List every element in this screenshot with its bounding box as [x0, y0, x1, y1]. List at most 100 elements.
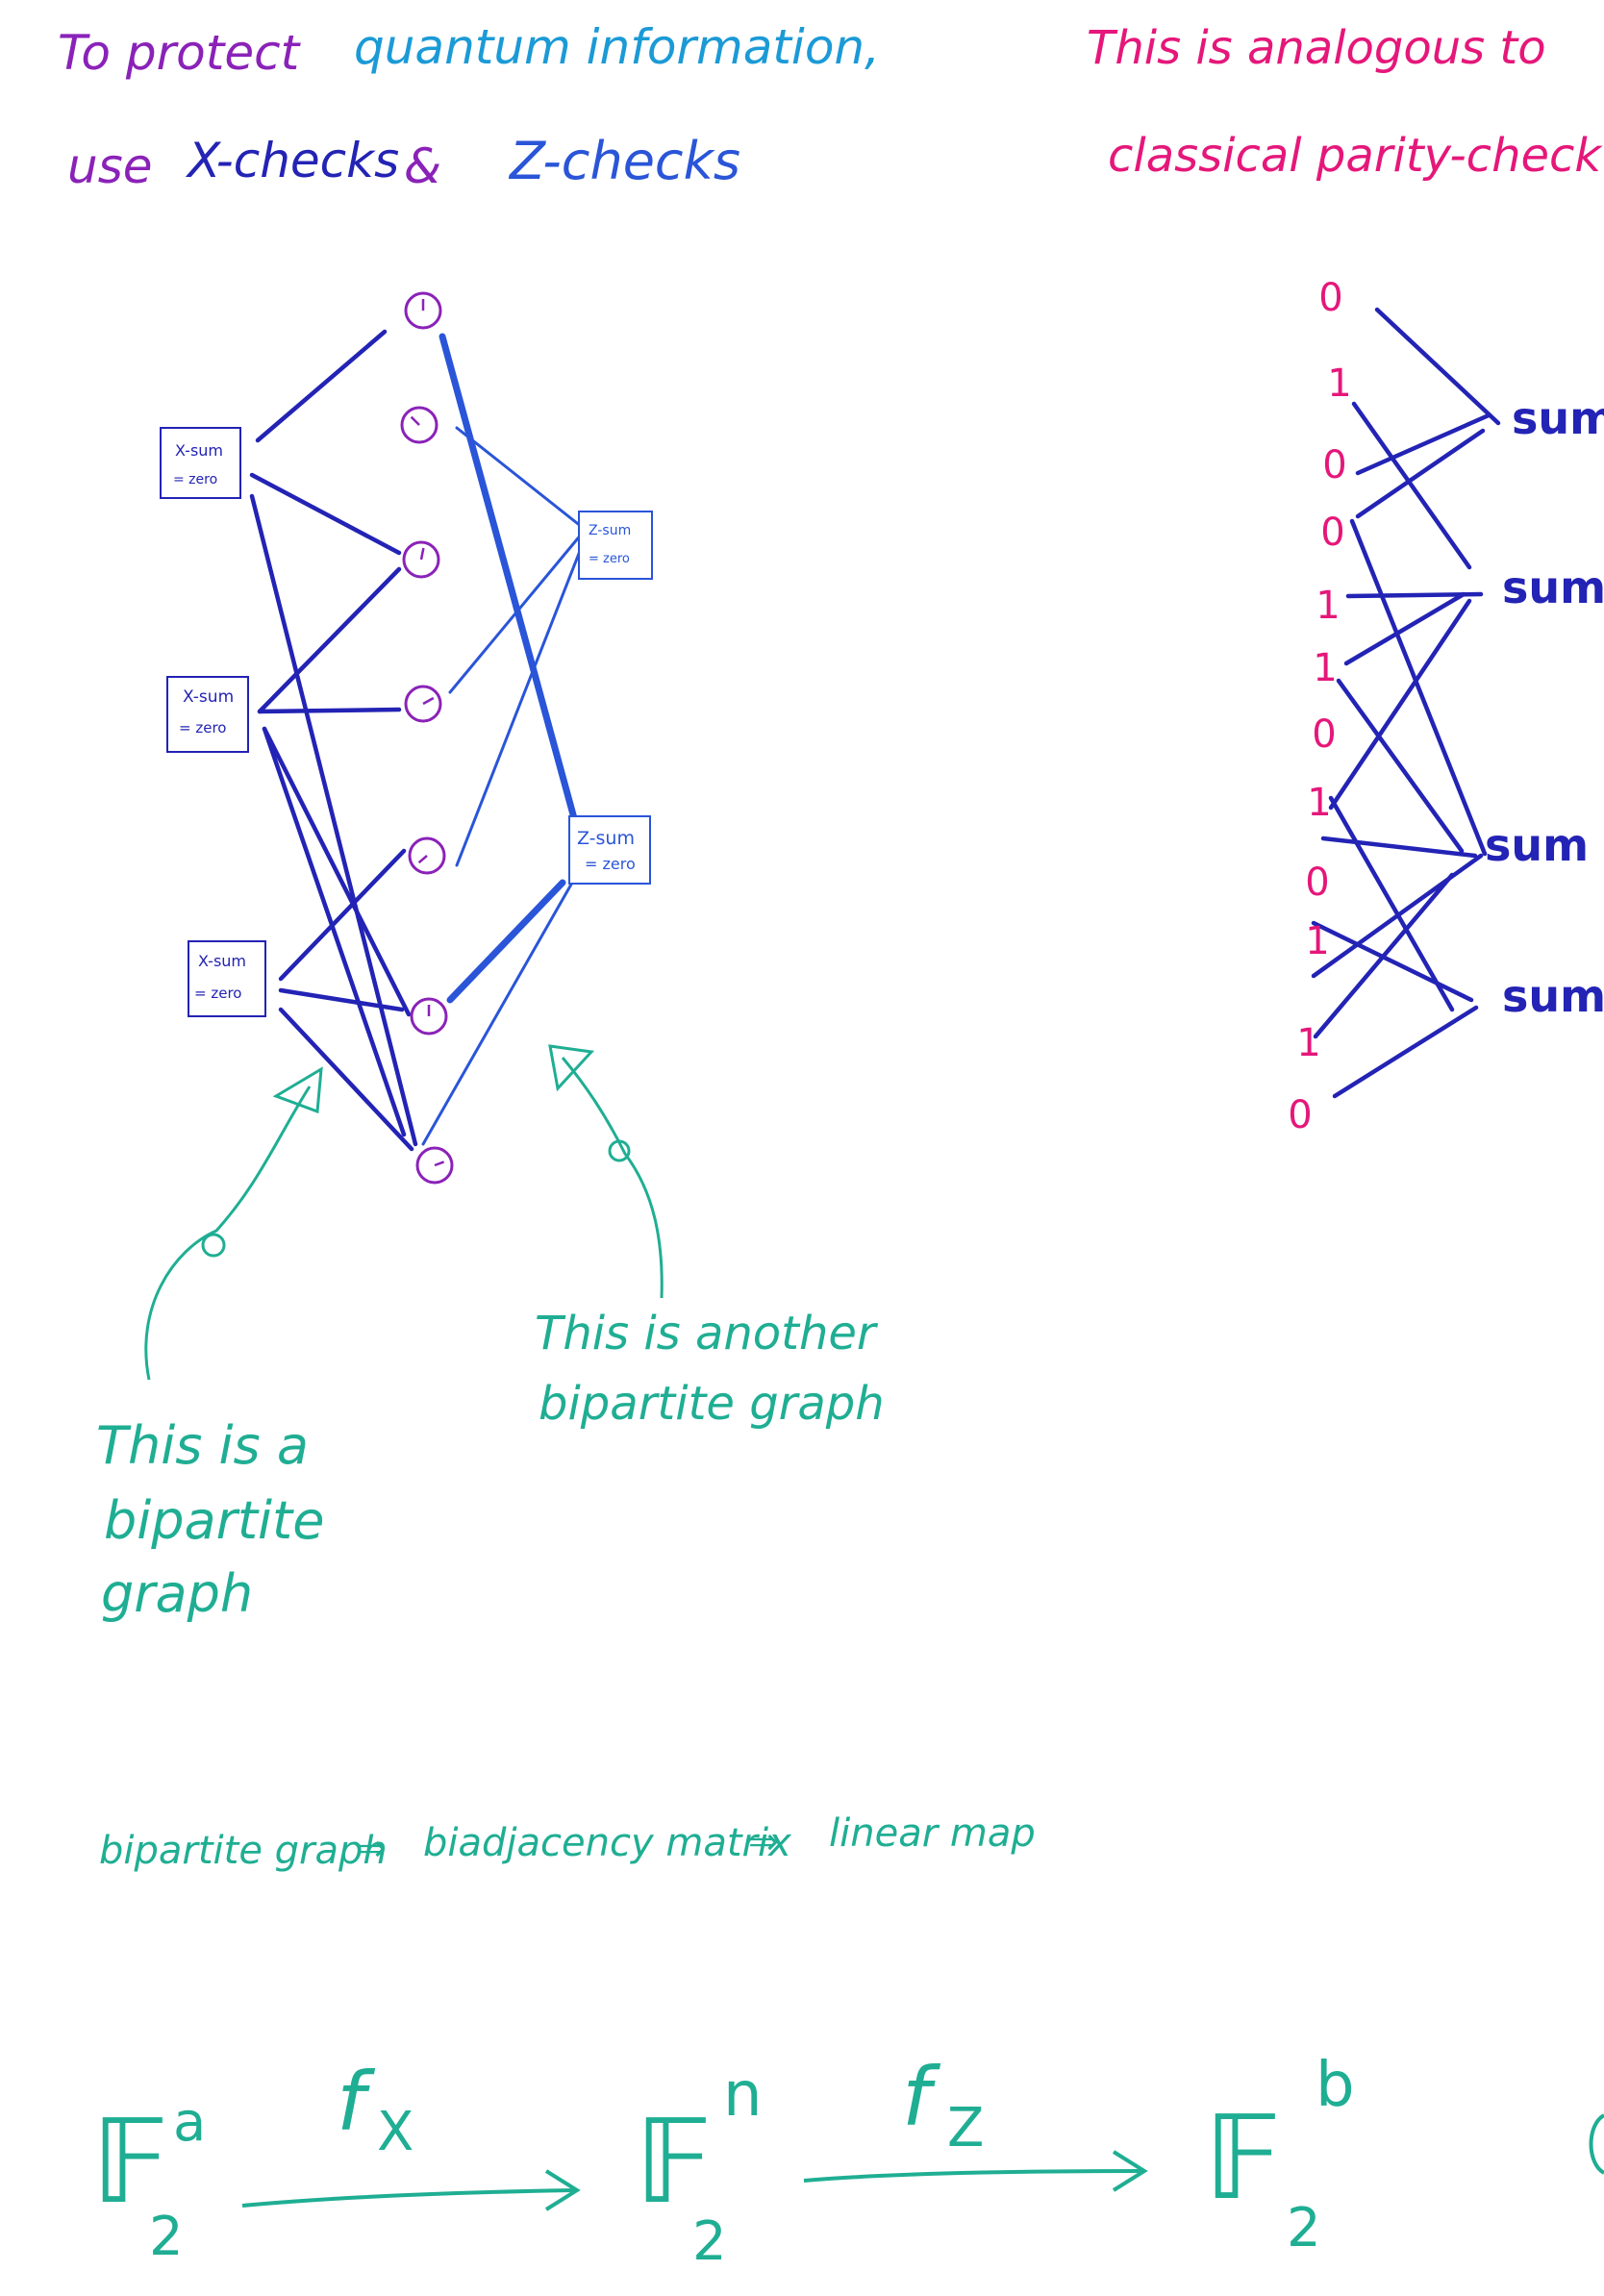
sum-label: sum: [1502, 970, 1604, 1022]
z-check-box: Z-sum = zero: [578, 511, 653, 580]
qubit-node: [415, 1146, 454, 1185]
header-line2-b: X-checks: [185, 133, 399, 188]
concept-chain: bipartite graph ⇒ biadjacency matrix ⇒ l…: [99, 1811, 1036, 1873]
parity-check-edge: [1349, 518, 1488, 857]
bit-label: 1: [1327, 362, 1351, 406]
qubit-node: [400, 406, 439, 444]
space-f2-a: 𝔽 2 a: [91, 2091, 206, 2268]
parity-check-edge: [1345, 591, 1484, 599]
annotation-left-line3: graph: [101, 1563, 253, 1624]
z-check-value: = zero: [585, 855, 636, 873]
x-check-edge: [278, 848, 407, 982]
x-check-box: X-sum = zero: [160, 427, 241, 499]
x-check-edge: [278, 987, 405, 1012]
map-fx-subscript: X: [377, 2101, 414, 2163]
x-check-label: X-sum: [183, 687, 234, 707]
x-check-edge: [278, 1007, 414, 1152]
qubit-node: [402, 540, 440, 579]
bit-label: 0: [1305, 861, 1329, 905]
sum-label: sum =: [1485, 819, 1604, 871]
z-check-label: Z-sum: [589, 523, 631, 538]
parity-check-edge: [1320, 836, 1478, 859]
z-check-box: Z-sum = zero: [568, 815, 651, 885]
parity-check-edge: [1336, 678, 1465, 854]
chain-bipartite-graph: bipartite graph: [99, 1829, 388, 1873]
qubit-node: [408, 836, 446, 875]
bit-label: 0: [1312, 712, 1336, 757]
x-check-edge: [255, 329, 388, 443]
z-check-edge: [455, 544, 584, 867]
sum-label: sum =: [1502, 562, 1604, 613]
map-fx-label: f: [337, 2055, 376, 2149]
parity-check-edge: [1313, 872, 1455, 1039]
bit-label: 1: [1316, 584, 1340, 628]
qubit-node: [404, 291, 442, 330]
x-check-edge: [257, 707, 402, 714]
parity-check-edge: [1355, 412, 1491, 476]
map-fz-subscript: Z: [947, 2097, 984, 2159]
bit-label: 0: [1320, 511, 1344, 555]
z-check-edge: [421, 881, 574, 1146]
annotation-left-line1: This is a: [96, 1415, 309, 1476]
x-check-value: = zero: [173, 472, 217, 487]
map-fz-label: f: [902, 2050, 941, 2144]
chain-arrow-1: ⇒: [356, 1827, 387, 1869]
map-fx: f X: [241, 2055, 581, 2211]
z-check-label: Z-sum: [577, 828, 635, 849]
annotation-right-line2: bipartite graph: [539, 1377, 885, 1431]
linear-map-sequence: 𝔽 2 a f X 𝔽 2 n f Z 𝔽 2 b: [91, 2050, 1604, 2273]
annotation-left-arrowhead: [272, 1066, 323, 1114]
parity-check-edge: [1355, 428, 1486, 519]
cut-off-glyph: [1589, 2113, 1604, 2175]
sum-labels: sum sum = sum = sum: [1485, 392, 1604, 1022]
z-check-edge: [446, 879, 566, 1004]
x-check-edge: [257, 566, 402, 714]
map-fx-arrow: [241, 2188, 576, 2208]
space-f2-b: 𝔽 2 b: [1204, 2050, 1355, 2259]
x-check-label: X-sum: [175, 441, 223, 460]
x-check-box: X-sum = zero: [166, 676, 249, 753]
header-line2-c: &: [404, 138, 441, 194]
parity-check-edge: [1343, 591, 1466, 666]
parity-check-edge: [1332, 1005, 1479, 1099]
sum-label: sum: [1512, 392, 1604, 444]
analogy-line2: classical parity-check code: [1108, 129, 1604, 183]
x-check-box: X-sum = zero: [188, 940, 266, 1017]
header-line2-d: Z-checks: [508, 131, 740, 191]
annotation-right-arrow: [561, 1057, 664, 1299]
x-check-edge: [249, 493, 418, 1147]
annotation-right-arrowhead: [548, 1044, 595, 1092]
bit-label: 1: [1296, 1021, 1320, 1065]
x-check-edge: [249, 472, 402, 556]
annotation-left-line2: bipartite: [104, 1490, 324, 1551]
quantum-graph-edges: [249, 329, 584, 1152]
bit-label: 1: [1305, 919, 1329, 963]
bit-label: 0: [1288, 1093, 1312, 1137]
chain-biadjacency-matrix: biadjacency matrix: [423, 1821, 791, 1865]
parity-check-edge: [1311, 853, 1484, 979]
header-line2-a: use: [67, 138, 153, 194]
header-line1-b: quantum information,: [354, 19, 880, 75]
z-check-value: = zero: [589, 552, 630, 566]
field-exponent: n: [723, 2059, 763, 2131]
header: To protect quantum information, use X-ch…: [58, 19, 880, 194]
analogy-line1: This is analogous to: [1087, 21, 1546, 75]
field-subscript: 2: [692, 2210, 727, 2273]
field-symbol: 𝔽: [635, 2096, 713, 2230]
chain-linear-map: linear map: [829, 1811, 1036, 1856]
bit-label: 1: [1313, 646, 1337, 690]
qubit-node: [410, 997, 448, 1036]
bit-label: 0: [1318, 276, 1342, 320]
map-fz-arrow: [803, 2169, 1143, 2183]
classical-code-graph: 0 1 0 0 1 1 0 1 0 1 1 0 sum sum = sum = …: [1288, 276, 1604, 1137]
z-check-edge: [439, 333, 581, 833]
classical-graph-edges: [1311, 307, 1501, 1099]
parity-check-edge: [1328, 795, 1455, 1012]
annotation-left-arrow: [144, 1086, 312, 1381]
annotation-left: This is a bipartite graph: [96, 1066, 324, 1624]
quantum-code-graph: X-sum = zero X-sum = zero X-sum = zero Z…: [160, 291, 653, 1185]
bit-label: 0: [1322, 443, 1346, 487]
chain-arrow-2: ⇒: [748, 1820, 779, 1862]
field-symbol: 𝔽: [1204, 2092, 1282, 2226]
